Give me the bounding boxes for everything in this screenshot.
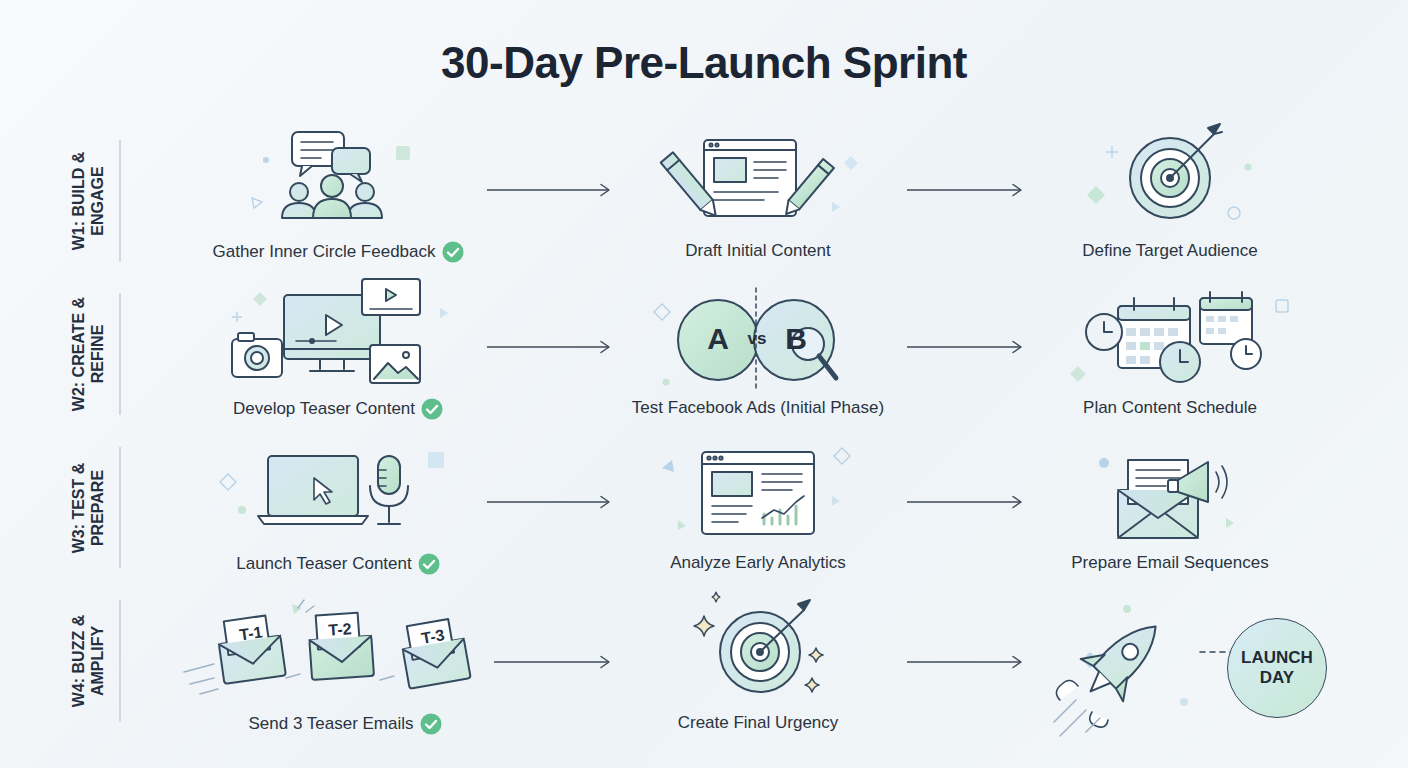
week-label: W1: BUILD & ENGAGE — [69, 142, 107, 260]
rocket-smoke — [1056, 680, 1108, 727]
email-tag: T-2 — [328, 620, 352, 640]
step-node: Plan Content Schedule — [1025, 270, 1315, 430]
row-separators — [119, 140, 121, 722]
confetti — [220, 146, 1288, 706]
target-icon — [1130, 124, 1222, 218]
step-node: Develop Teaser Content — [193, 270, 483, 430]
schedule-icon — [1086, 292, 1261, 382]
flow-arrow — [487, 346, 609, 347]
step-label: Analyze Early Analytics — [670, 553, 846, 572]
teaser-emails-icon — [184, 600, 471, 694]
done-check — [421, 398, 443, 420]
step-label-row: Draft Initial Content — [613, 241, 903, 261]
step-label-row: Prepare Email Sequences — [1025, 553, 1315, 573]
launch-circle: LAUNCH DAY — [1227, 618, 1327, 718]
week-label: W3: TEST & PREPARE — [69, 449, 107, 567]
versus-text: vs — [748, 329, 767, 349]
flow-arrow — [907, 346, 1021, 347]
urgency-target-icon — [694, 592, 823, 692]
flow-arrow — [907, 189, 1021, 190]
flow-arrow — [494, 661, 609, 662]
analytics-icon — [702, 452, 814, 534]
ab-test-icon — [678, 288, 836, 392]
step-label-row: Analyze Early Analytics — [613, 553, 903, 573]
step-label-row: Test Facebook Ads (Initial Phase) — [613, 398, 903, 418]
step-label: Send 3 Teaser Emails — [248, 714, 413, 733]
step-label: Develop Teaser Content — [233, 399, 415, 418]
step-node: Draft Initial Content — [613, 113, 903, 273]
step-label-row: Create Final Urgency — [613, 713, 903, 733]
variant-letter: B — [785, 322, 807, 356]
media-icon — [232, 279, 420, 383]
step-node: Launch Teaser Content — [193, 425, 483, 585]
flow-arrow — [907, 661, 1021, 662]
step-node: Gather Inner Circle Feedback — [193, 113, 483, 273]
done-check — [420, 713, 442, 735]
step-label: Launch Teaser Content — [236, 554, 411, 573]
step-label-row: Develop Teaser Content — [193, 398, 483, 420]
step-node: Define Target Audience — [1025, 113, 1315, 273]
done-check — [418, 553, 440, 575]
done-check — [442, 241, 464, 263]
variant-letter: A — [707, 322, 729, 356]
step-node: Analyze Early Analytics — [613, 425, 903, 585]
people-chat-icon — [282, 132, 382, 218]
step-label: Define Target Audience — [1082, 241, 1257, 260]
launch-node: LAUNCH DAY — [1025, 585, 1325, 725]
step-label: Draft Initial Content — [685, 241, 831, 260]
flow-arrow — [907, 501, 1021, 502]
step-label-row: Define Target Audience — [1025, 241, 1315, 261]
email-megaphone-icon — [1118, 460, 1227, 538]
step-label: Test Facebook Ads (Initial Phase) — [632, 398, 884, 417]
rocket-dash — [1200, 651, 1232, 653]
laptop-mic-icon — [258, 456, 408, 524]
rocket-trail — [1054, 700, 1100, 736]
step-label: Prepare Email Sequences — [1071, 553, 1269, 572]
rocket-icon — [1069, 605, 1176, 712]
step-label-row: Gather Inner Circle Feedback — [193, 241, 483, 263]
step-label-row: Plan Content Schedule — [1025, 398, 1315, 418]
launch-text: LAUNCH DAY — [1228, 648, 1326, 687]
diagram-title: 30-Day Pre-Launch Sprint — [0, 38, 1408, 88]
step-label: Gather Inner Circle Feedback — [213, 242, 436, 261]
step-label-row: Send 3 Teaser Emails — [200, 713, 490, 735]
week-label: W2: CREATE & REFINE — [69, 295, 107, 413]
step-node: Prepare Email Sequences — [1025, 425, 1315, 585]
content-draft-icon — [661, 140, 834, 221]
flow-arrow — [487, 501, 609, 502]
step-node: Test Facebook Ads (Initial Phase) — [613, 270, 903, 430]
step-label: Plan Content Schedule — [1083, 398, 1257, 417]
week-label: W4: BUZZ & AMPLIFY — [69, 602, 107, 720]
step-node: Send 3 Teaser Emails — [200, 585, 490, 745]
step-node: Create Final Urgency — [613, 585, 903, 745]
step-label-row: Launch Teaser Content — [193, 553, 483, 575]
flow-arrow — [487, 189, 609, 190]
email-tag: T-1 — [238, 623, 263, 644]
step-label: Create Final Urgency — [678, 713, 839, 732]
